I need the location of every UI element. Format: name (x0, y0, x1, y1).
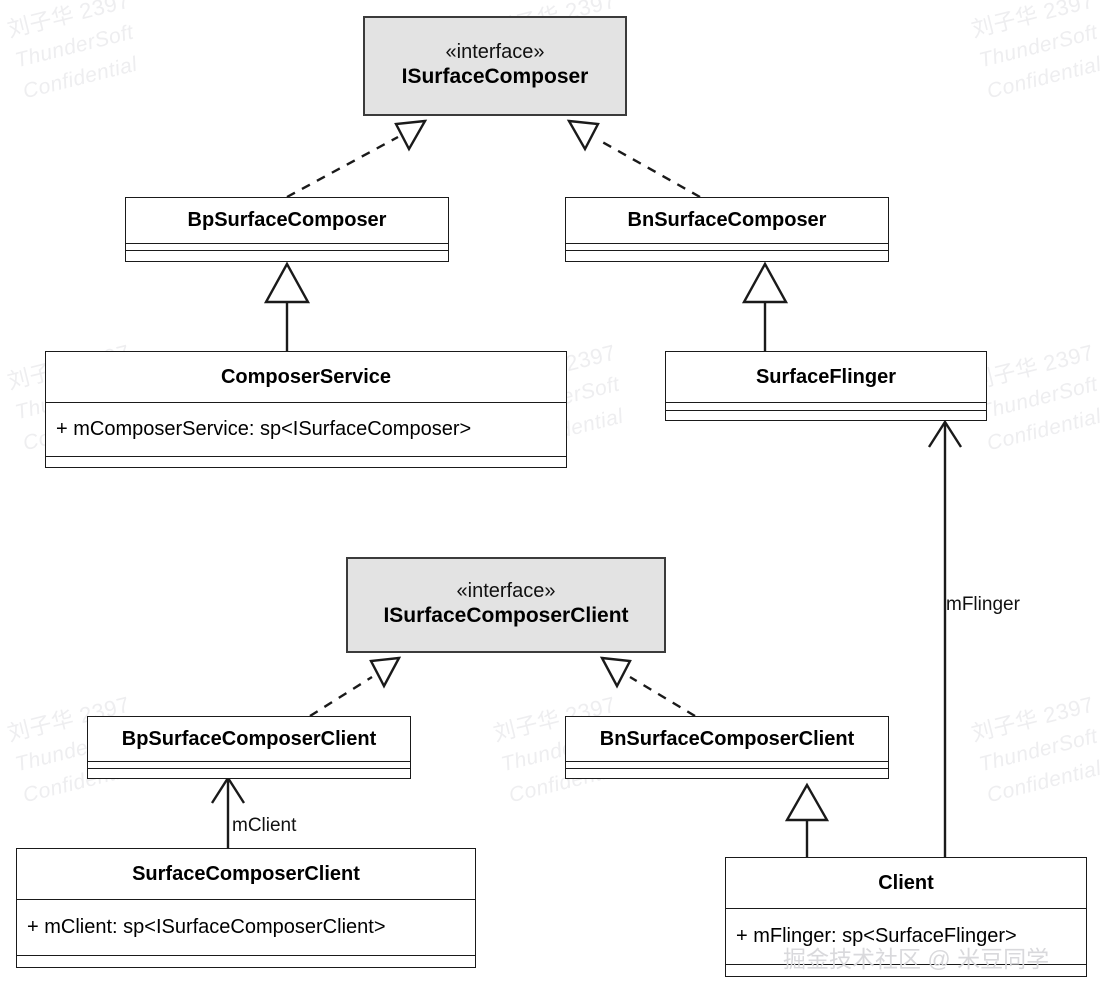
class-name-label: BpSurfaceComposer (187, 209, 387, 231)
watermark-tile: 刘子华 2397 ThunderSoft Confidential (968, 336, 1104, 459)
realization-bpsurfacecomposerclient-to-isurfacecomposerclient (309, 656, 402, 718)
class-surfacecomposerclient[interactable]: SurfaceComposerClient + mClient: sp<ISur… (16, 848, 476, 968)
edge-label-mflinger: mFlinger (946, 594, 1020, 615)
attributes-compartment: + mClient: sp<ISurfaceComposerClient> (17, 899, 475, 955)
watermark-line2: ThunderSoft (976, 724, 1100, 777)
operations-compartment (726, 964, 1086, 974)
watermark-line3: Confidential (20, 52, 140, 103)
stereotype-label: «interface» (445, 41, 545, 64)
watermark-line1: 刘子华 2397 (968, 691, 1097, 747)
class-name-label: BpSurfaceComposerClient (121, 727, 377, 750)
class-name-label: SurfaceComposerClient (132, 862, 360, 885)
watermark-line3: Confidential (984, 52, 1104, 103)
watermark-line3: Confidential (984, 404, 1104, 455)
generalization-composerservice-to-bpsurfacecomposer (263, 261, 311, 351)
attributes-compartment: + mComposerService: sp<ISurfaceComposer> (46, 402, 566, 456)
class-bpsurfacecomposer[interactable]: BpSurfaceComposer (125, 197, 449, 262)
realization-bnsurfacecomposerclient-to-isurfacecomposerclient (599, 656, 696, 718)
class-name-label: Client (878, 871, 934, 894)
attributes-compartment: + mFlinger: sp<SurfaceFlinger> (726, 908, 1086, 964)
operations-compartment (126, 250, 448, 259)
class-composerservice[interactable]: ComposerService + mComposerService: sp<I… (45, 351, 567, 468)
stereotype-label: «interface» (456, 580, 556, 603)
attributes-compartment (126, 243, 448, 250)
attribute-item: + mComposerService: sp<ISurfaceComposer> (56, 418, 472, 440)
operations-compartment (666, 410, 986, 419)
class-bnsurfacecomposer[interactable]: BnSurfaceComposer (565, 197, 889, 262)
realization-bnsurfacecomposer-to-isurfacecomposer (566, 119, 701, 199)
class-name-label: ISurfaceComposerClient (383, 604, 629, 628)
edge-label-mclient: mClient (232, 815, 297, 836)
class-name-label: ComposerService (220, 365, 392, 388)
class-name-label: BnSurfaceComposer (627, 209, 827, 231)
class-name-label: BnSurfaceComposerClient (599, 727, 855, 750)
watermark-line2: ThunderSoft (976, 20, 1100, 73)
watermark-tile: 刘子华 2397 ThunderSoft Confidential (968, 688, 1104, 811)
attributes-compartment (88, 761, 410, 768)
watermark-line3: Confidential (984, 756, 1104, 807)
class-surfaceflinger[interactable]: SurfaceFlinger (665, 351, 987, 421)
attribute-item: + mClient: sp<ISurfaceComposerClient> (27, 916, 386, 938)
class-bnsurfacecomposerclient[interactable]: BnSurfaceComposerClient (565, 716, 889, 779)
attributes-compartment (566, 243, 888, 250)
operations-compartment (17, 955, 475, 965)
operations-compartment (46, 456, 566, 466)
watermark-bottom: 掘金技术社区 @ 米豆同学 (783, 946, 1050, 972)
operations-compartment (88, 768, 410, 776)
association-surfacecomposerclient-to-bpsurfacecomposerclient (210, 775, 246, 848)
watermark-line1: 刘子华 2397 (968, 0, 1097, 43)
attributes-compartment (666, 402, 986, 410)
class-isurfacecomposer[interactable]: «interface» ISurfaceComposer (363, 16, 627, 116)
watermark-line2: ThunderSoft (976, 372, 1100, 425)
generalization-client-to-bnsurfacecomposerclient (784, 782, 830, 857)
operations-compartment (566, 768, 888, 776)
watermark-line2: ThunderSoft (12, 20, 136, 73)
association-client-to-surfaceflinger (927, 419, 963, 857)
attributes-compartment (566, 761, 888, 768)
class-isurfacecomposerclient[interactable]: «interface» ISurfaceComposerClient (346, 557, 666, 653)
generalization-surfaceflinger-to-bnsurfacecomposer (741, 261, 789, 351)
watermark-line1: 刘子华 2397 (968, 339, 1097, 395)
class-client[interactable]: Client + mFlinger: sp<SurfaceFlinger> (725, 857, 1087, 977)
watermark-tile: 刘子华 2397 ThunderSoft Confidential (968, 0, 1104, 107)
class-name-label: SurfaceFlinger (755, 365, 897, 388)
realization-bpsurfacecomposer-to-isurfacecomposer (286, 119, 428, 199)
class-bpsurfacecomposerclient[interactable]: BpSurfaceComposerClient (87, 716, 411, 779)
watermark-tile: 刘子华 2397 ThunderSoft Confidential (4, 0, 149, 107)
operations-compartment (566, 250, 888, 259)
class-name-label: ISurfaceComposer (401, 65, 589, 89)
attribute-item: + mFlinger: sp<SurfaceFlinger> (736, 925, 1017, 947)
watermark-line1: 刘子华 2397 (4, 0, 133, 43)
